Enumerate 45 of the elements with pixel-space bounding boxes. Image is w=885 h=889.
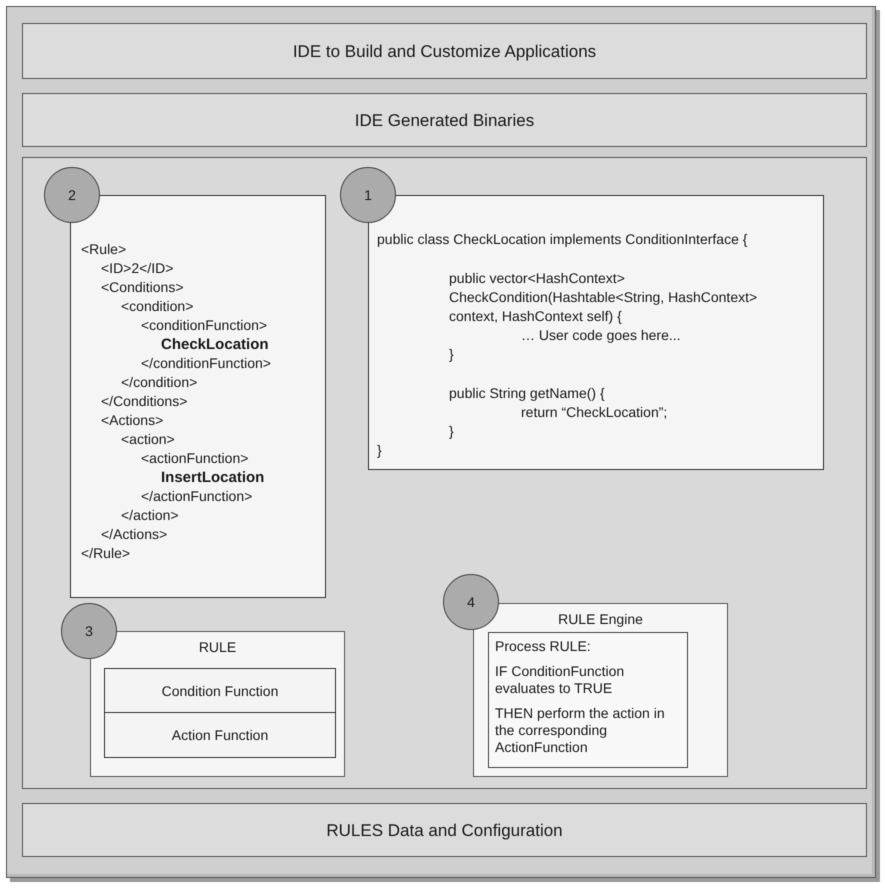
layer-title: RULES Data and Configuration <box>326 820 563 840</box>
layer-title: IDE Generated Binaries <box>354 110 534 130</box>
code-line: <conditionFunction> <box>141 316 268 335</box>
code-line: </Rule> <box>81 544 130 563</box>
code-line: <condition> <box>121 297 194 316</box>
rule-text: IF ConditionFunction evaluates to TRUE <box>495 663 626 697</box>
code-line: </Conditions> <box>101 392 188 411</box>
code-line: <actionFunction> <box>141 449 248 468</box>
code-line: CheckLocation <box>161 335 269 354</box>
engine-box <box>473 603 728 777</box>
code-line: </Actions> <box>101 525 168 544</box>
layer-bar <box>22 803 867 857</box>
code-line: </condition> <box>121 373 198 392</box>
code-line: </conditionFunction> <box>141 354 271 373</box>
rule-text: Process RULE: <box>495 638 592 655</box>
function-row: Action Function <box>104 712 336 758</box>
function-row: Condition Function <box>104 668 336 713</box>
code-line: … User code goes here... <box>521 326 681 345</box>
code-line: <Conditions> <box>101 278 184 297</box>
callout-number: 3 <box>61 603 117 659</box>
code-line: } <box>377 441 382 460</box>
box-title: RULE Engine <box>557 610 644 629</box>
code-line: </actionFunction> <box>141 487 252 506</box>
process-box <box>488 632 688 768</box>
callout-number: 4 <box>443 574 499 630</box>
code-line: <Rule> <box>81 240 126 259</box>
code-line: <action> <box>121 430 175 449</box>
code-line: <Actions> <box>101 411 164 430</box>
layer-bar <box>22 93 867 147</box>
callout-number: 2 <box>44 167 100 223</box>
box-title: RULE <box>198 638 238 657</box>
layer-panel <box>22 157 867 789</box>
code-line: InsertLocation <box>161 468 264 487</box>
rule-text: THEN perform the action in the corresponding ActionFunction <box>495 705 666 756</box>
callout-number: 1 <box>340 167 396 223</box>
layer-title: IDE to Build and Customize Applications <box>292 42 596 60</box>
layer-bar <box>22 23 867 79</box>
code-line: return “CheckLocation”; <box>521 403 668 422</box>
code-line: } <box>449 345 454 364</box>
code-line: </action> <box>121 506 179 525</box>
code-line: <ID>2</ID> <box>101 259 174 278</box>
code-line: public String getName() { <box>449 384 605 403</box>
code-line: public vector<HashContext> CheckCondition(Hashtable<String, HashContext> context, HashContext self) { <box>449 269 758 326</box>
code-line: } <box>449 422 454 441</box>
code-line: public class CheckLocation implements ConditionInterface { <box>377 230 748 249</box>
